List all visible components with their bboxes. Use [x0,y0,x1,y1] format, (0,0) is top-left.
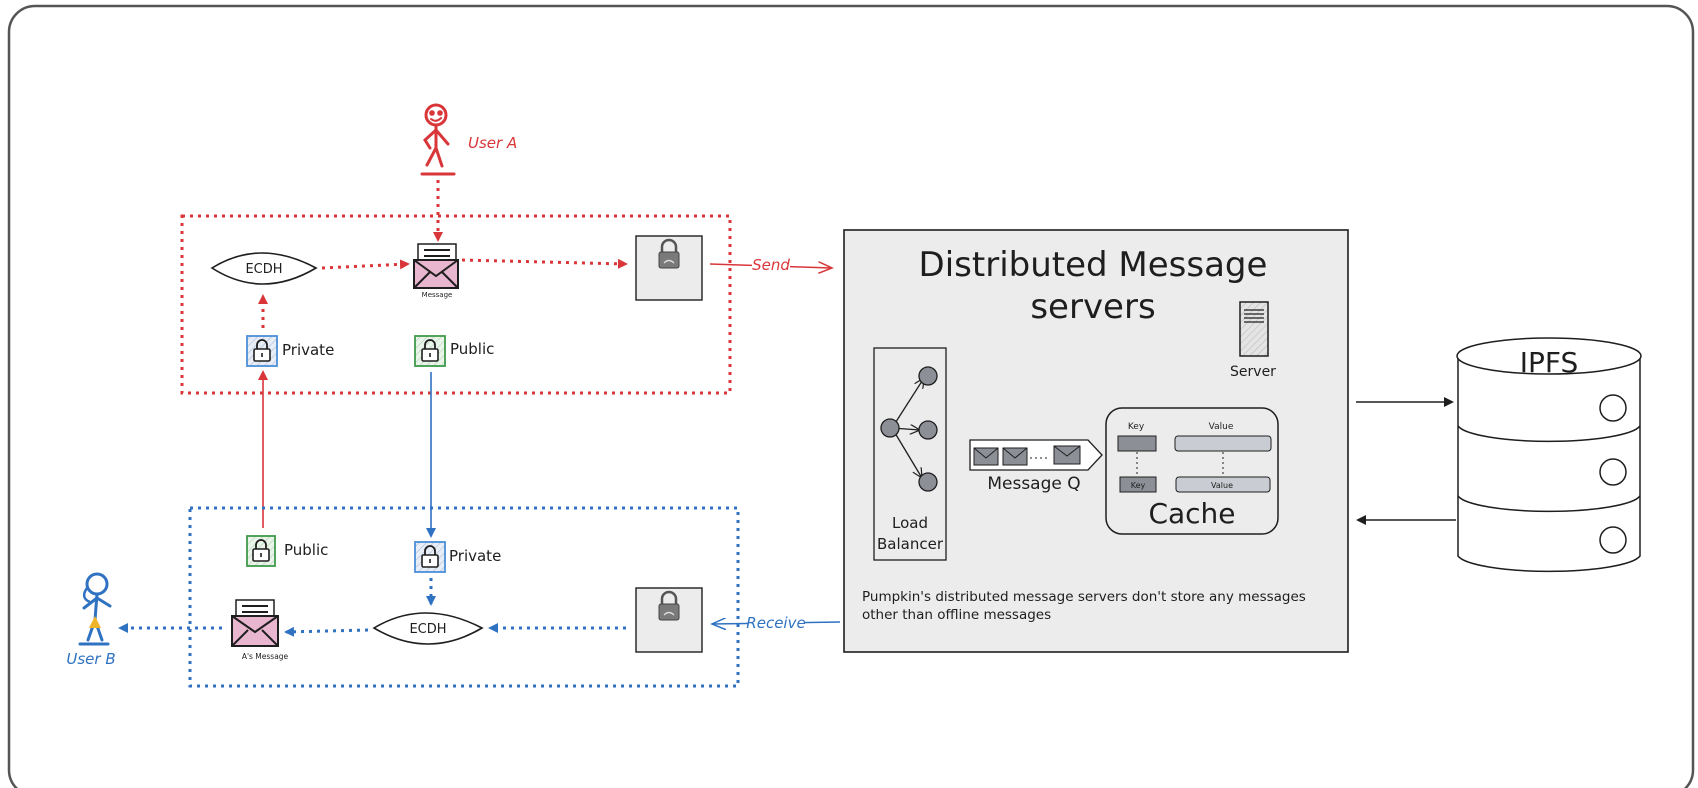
receive-ecdh-diamond: ECDH [372,612,484,645]
cache-value-header: Value [1209,422,1234,432]
message-to-encrypted-arrow [461,258,628,269]
user-a-label: User A [468,134,517,152]
cache-label: Cache [1148,497,1235,530]
send-message-caption: Message [422,291,453,299]
cache-key-row-label: Key [1131,481,1146,490]
receive-public-key-icon [246,535,276,567]
message-q-label: Message Q [987,474,1080,494]
send-label: Send [752,256,790,274]
server-label: Server [1230,364,1276,380]
servers-title-line2: servers [1030,287,1155,327]
receive-private-key-icon [414,541,446,573]
cache-value-cell-top [1174,435,1272,452]
send-encrypted-box [635,235,703,301]
send-group-box [180,214,732,395]
user-b-skirt [89,616,101,628]
receive-message-caption: A's Message [242,652,289,661]
load-balancer-label-line2: Balancer [877,535,944,553]
send-private-key-icon [246,335,278,367]
receive-group-box [188,506,740,688]
ipfs-label: IPFS [1520,346,1579,379]
send-private-label: Private [282,341,334,359]
server-icon [1239,301,1269,357]
receive-public-label: Public [284,541,328,559]
receive-ecdh-label: ECDH [409,622,446,637]
send-ecdh-label: ECDH [245,262,282,277]
load-balancer-label-line1: Load [892,514,928,532]
send-message-envelope-icon [413,243,459,289]
receive-encrypted-box [635,587,703,653]
cache-box [1105,407,1279,535]
load-balancer-graph-icon [880,366,938,492]
cache-key-cell-top [1117,435,1157,452]
cache-key-header: Key [1128,422,1145,432]
servers-title-line1: Distributed Message [919,245,1268,285]
receive-label: Receive [746,614,805,632]
ecdh-to-message-arrow [321,259,410,270]
message-queue-icon [969,439,1103,471]
load-balancer-box [873,347,947,561]
send-ecdh-diamond: ECDH [210,252,318,285]
outer-frame [7,4,1695,788]
cache-value-cell-bottom [1175,476,1271,493]
user-b-figure [78,572,112,646]
send-public-label: Public [450,340,494,358]
user-b-label: User B [66,650,115,668]
ipfs-database-icon [1456,337,1642,573]
receive-private-label: Private [449,547,501,565]
cache-key-cell-bottom [1119,476,1157,493]
servers-note-line2: other than offline messages [862,607,1051,623]
send-lock-icon [658,238,680,269]
user-a-figure [420,103,456,176]
ecdh-to-message-receive-arrow [284,626,369,637]
receive-lock-icon [658,590,680,621]
send-public-key-icon [414,335,446,367]
servers-note-line1: Pumpkin's distributed message servers do… [862,589,1306,605]
cache-value-row-label: Value [1211,481,1233,490]
receive-message-envelope-icon [231,599,279,647]
